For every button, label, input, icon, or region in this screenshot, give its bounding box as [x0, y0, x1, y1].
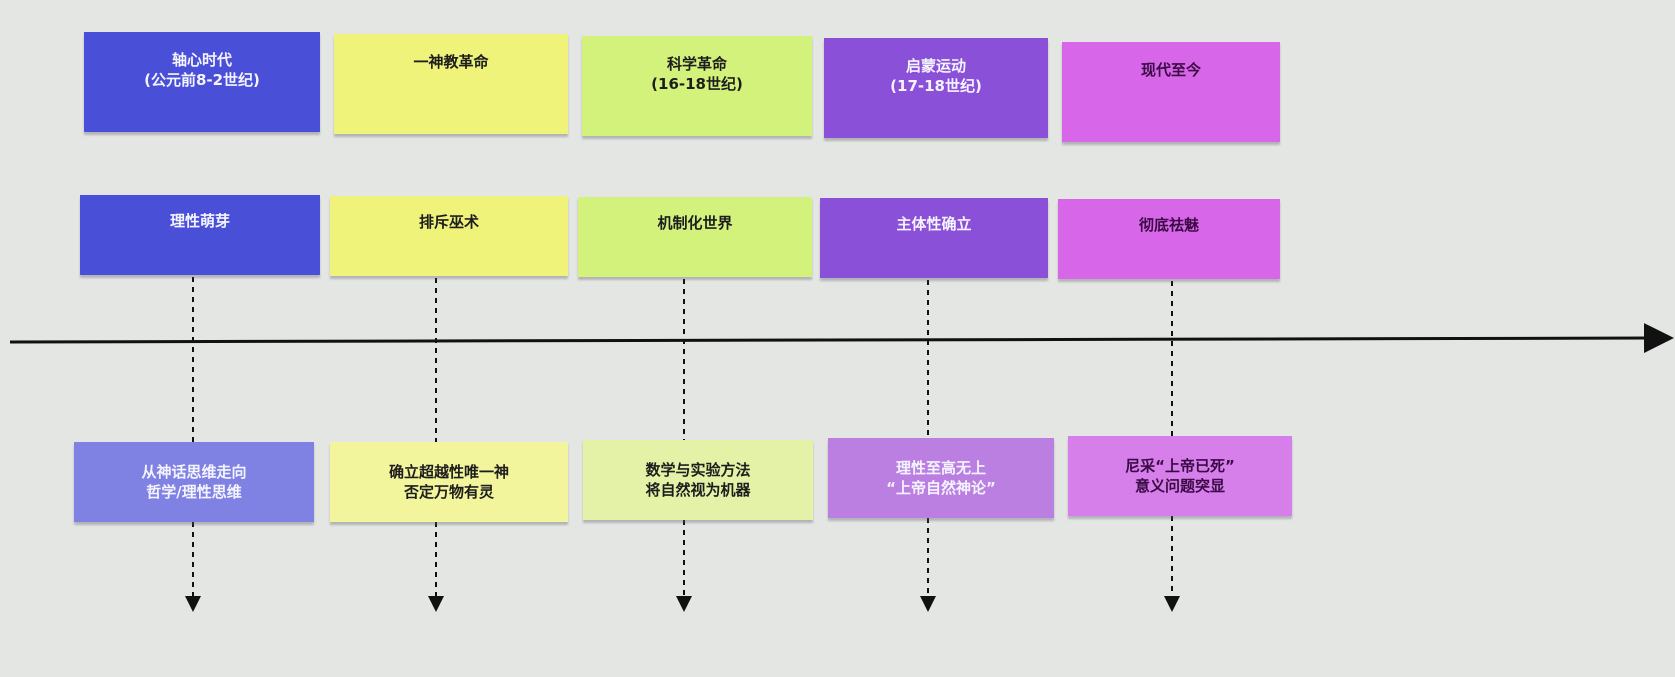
era-box-text: 启蒙运动 [905, 57, 966, 75]
theme-box-text: 主体性确立 [896, 215, 972, 233]
era-box: 启蒙运动 (17-18世纪) [824, 38, 1048, 138]
era-box-text: 一神教革命 [413, 53, 489, 71]
detail-box: 从神话思维走向哲学/理性思维 [74, 442, 314, 522]
detail-box-text: 哲学/理性思维 [146, 483, 242, 501]
theme-box-text: 机制化世界 [657, 214, 733, 232]
detail-box-text: 意义问题突显 [1134, 477, 1225, 495]
detail-box-text: 数学与实验方法 [645, 461, 751, 479]
detail-box-text: 理性至高无上 [895, 459, 986, 477]
era-box: 科学革命 (16-18世纪) [582, 36, 812, 136]
era-box-text: 现代至今 [1140, 61, 1201, 79]
theme-box-text: 排斥巫术 [418, 213, 479, 231]
theme-box: 机制化世界 [578, 197, 812, 277]
era-box-text: (17-18世纪) [890, 77, 982, 95]
timeline-axis-arrow [9, 323, 1674, 354]
theme-box: 彻底祛魅 [1058, 199, 1280, 279]
theme-box-text: 理性萌芽 [169, 212, 230, 230]
detail-box: 尼采“上帝已死” 意义问题突显 [1068, 436, 1292, 516]
detail-box-text: 尼采“上帝已死” [1125, 457, 1235, 475]
era-box-text: 科学革命 [666, 55, 727, 73]
detail-box-text: 将自然视为机器 [645, 481, 751, 499]
theme-box: 排斥巫术 [330, 196, 568, 276]
detail-box: 理性至高无上 “上帝自然神论” [828, 438, 1054, 518]
detail-box: 确立超越性唯一神否定万物有灵 [330, 442, 568, 522]
era-box-text: (16-18世纪) [651, 75, 743, 93]
era-box: 一神教革命 [334, 34, 568, 134]
detail-box-text: 从神话思维走向 [141, 463, 247, 481]
theme-box: 理性萌芽 [80, 195, 320, 275]
detail-box: 数学与实验方法将自然视为机器 [583, 440, 813, 520]
era-box: 现代至今 [1062, 42, 1280, 142]
detail-box-text: 否定万物有灵 [403, 483, 494, 501]
era-box-text: 轴心时代 [171, 51, 232, 69]
era-box: 轴心时代 (公元前8-2世纪) [84, 32, 320, 132]
theme-box-text: 彻底祛魅 [1138, 216, 1199, 234]
theme-box: 主体性确立 [820, 198, 1048, 278]
detail-box-text: “上帝自然神论” [886, 479, 996, 497]
detail-box-text: 确立超越性唯一神 [388, 463, 509, 481]
era-box-text: (公元前8-2世纪) [144, 71, 260, 89]
